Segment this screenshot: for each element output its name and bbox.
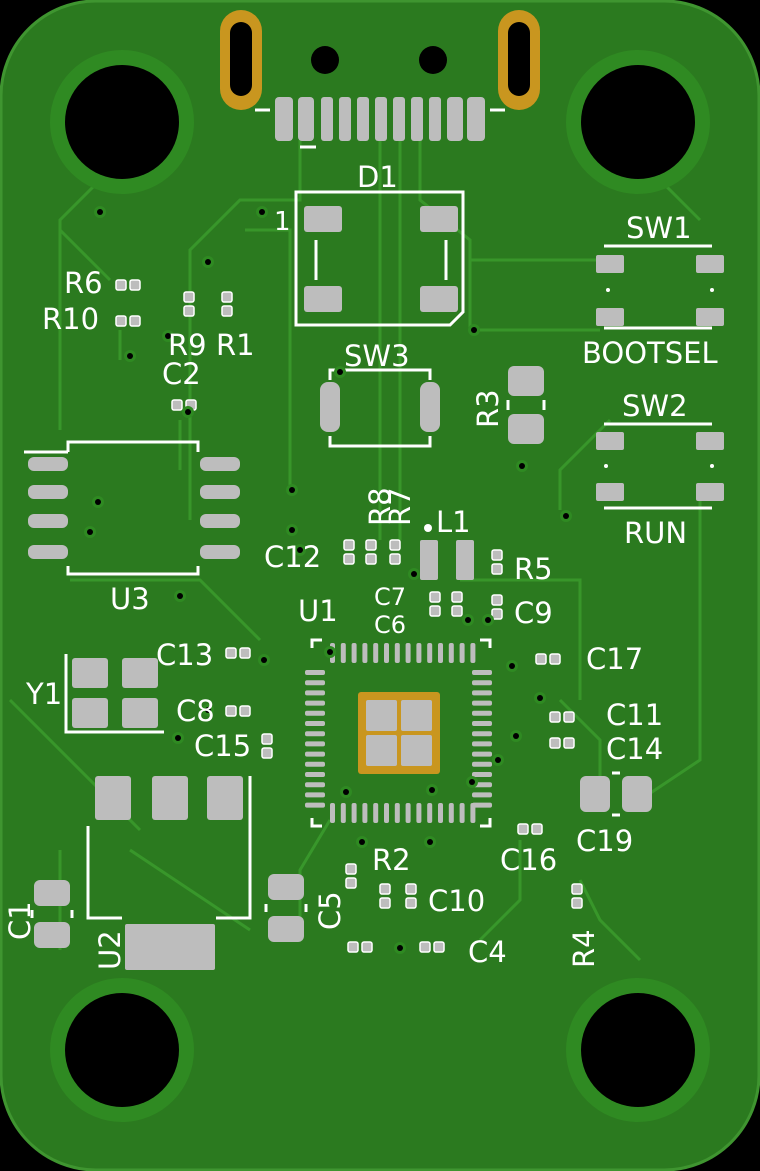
label-d1-pin1: 1 bbox=[274, 207, 291, 237]
large-passives bbox=[34, 540, 652, 948]
label-r10: R10 bbox=[42, 302, 99, 336]
r3-component bbox=[506, 366, 546, 444]
label-r6: R6 bbox=[64, 266, 103, 300]
label-c14: C14 bbox=[606, 732, 663, 766]
label-bootsel: BOOTSEL bbox=[582, 336, 718, 370]
label-u1: U1 bbox=[298, 594, 338, 628]
label-y1: Y1 bbox=[25, 677, 62, 711]
label-r1: R1 bbox=[216, 328, 255, 362]
label-c11: C11 bbox=[606, 698, 663, 732]
label-run: RUN bbox=[624, 516, 687, 550]
label-r4: R4 bbox=[567, 929, 601, 968]
silkscreen-labels: D1 1 SW1 BOOTSEL SW2 RUN SW3 R6 R10 R9 R… bbox=[3, 160, 718, 970]
label-sw1: SW1 bbox=[626, 211, 692, 245]
label-c7: C7 bbox=[374, 583, 406, 611]
sw3-component bbox=[320, 368, 440, 448]
label-r2: R2 bbox=[372, 843, 411, 877]
label-u2: U2 bbox=[93, 930, 127, 970]
label-l1: L1 bbox=[436, 505, 471, 539]
label-sw2: SW2 bbox=[622, 389, 688, 423]
small-passives bbox=[115, 279, 583, 953]
u1-component bbox=[305, 638, 492, 828]
label-r9: R9 bbox=[168, 328, 207, 362]
large-passive-silk bbox=[30, 771, 620, 918]
label-c17: C17 bbox=[586, 642, 643, 676]
sw2-component bbox=[596, 422, 724, 510]
label-sw3: SW3 bbox=[344, 339, 410, 373]
y1-component bbox=[64, 654, 164, 734]
label-c13: C13 bbox=[156, 638, 213, 672]
label-r5: R5 bbox=[514, 552, 553, 586]
vias bbox=[84, 206, 572, 954]
label-u3: U3 bbox=[110, 582, 150, 616]
label-c2: C2 bbox=[162, 357, 201, 391]
u2-component bbox=[86, 776, 252, 970]
label-c4: C4 bbox=[468, 935, 507, 969]
label-c9: C9 bbox=[514, 596, 553, 630]
label-c1: C1 bbox=[3, 901, 37, 940]
label-c12: C12 bbox=[264, 540, 321, 574]
usb-connector bbox=[220, 10, 540, 149]
label-c6: C6 bbox=[374, 611, 406, 639]
label-d1: D1 bbox=[357, 160, 398, 194]
sw1-component bbox=[596, 244, 724, 330]
label-r8: R8 bbox=[363, 487, 397, 526]
d1-component bbox=[294, 190, 465, 327]
label-c5: C5 bbox=[313, 891, 347, 930]
label-c10: C10 bbox=[428, 884, 485, 918]
label-c15: C15 bbox=[194, 729, 251, 763]
label-c8: C8 bbox=[176, 694, 215, 728]
label-r3: R3 bbox=[471, 389, 505, 428]
label-c19: C19 bbox=[576, 824, 633, 858]
label-c16: C16 bbox=[500, 843, 557, 877]
label-r7: R7 bbox=[383, 487, 417, 526]
u3-component bbox=[24, 440, 240, 576]
mounting-holes bbox=[50, 50, 710, 1122]
